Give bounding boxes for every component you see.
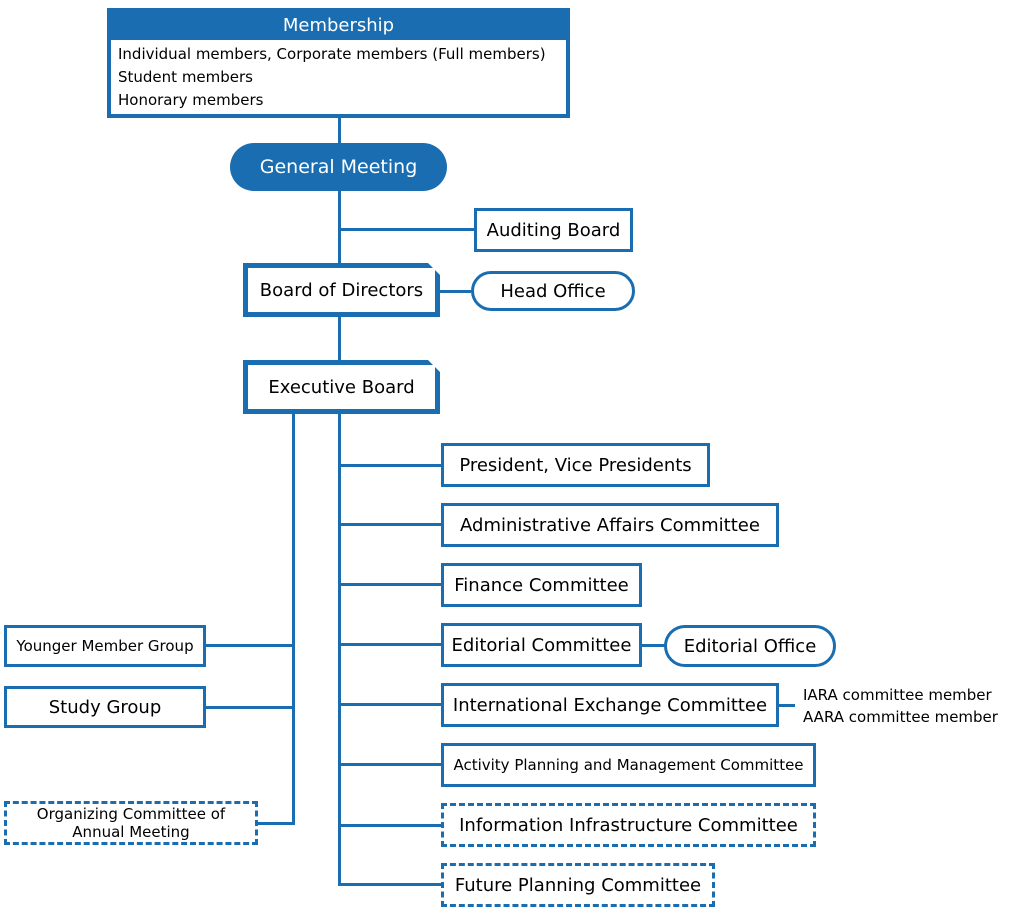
younger-member-group: Younger Member Group bbox=[4, 625, 206, 667]
committee-editorial: Editorial Committee bbox=[441, 623, 642, 667]
committee-information-infrastructure: Information Infrastructure Committee bbox=[441, 803, 816, 847]
branch-information bbox=[338, 824, 442, 827]
board-of-directors-fold bbox=[428, 263, 440, 275]
committee-president-vice-presidents: President, Vice Presidents bbox=[441, 443, 710, 487]
connector-general-directors bbox=[338, 191, 341, 263]
executive-trunk-left bbox=[292, 413, 295, 825]
connector-editorial-office bbox=[640, 644, 666, 647]
committee-finance: Finance Committee bbox=[441, 563, 642, 607]
head-office: Head Office bbox=[471, 271, 635, 311]
connector-head-office bbox=[440, 290, 471, 293]
branch-study-group bbox=[206, 706, 294, 709]
branch-editorial bbox=[338, 643, 442, 646]
membership-item: Honorary members bbox=[118, 91, 264, 109]
iara-note: IARA committee member bbox=[803, 686, 992, 704]
connector-auditing-board bbox=[338, 228, 475, 231]
organizing-committee-annual-meeting: Organizing Committee of Annual Meeting bbox=[4, 801, 258, 845]
membership-item: Student members bbox=[118, 68, 253, 86]
organizing-committee-line: Organizing Committee of bbox=[36, 805, 226, 823]
committee-future-planning: Future Planning Committee bbox=[441, 863, 715, 907]
committee-administrative-affairs: Administrative Affairs Committee bbox=[441, 503, 779, 547]
membership-title: Membership bbox=[111, 12, 566, 40]
study-group: Study Group bbox=[4, 686, 206, 728]
auditing-board: Auditing Board bbox=[474, 208, 633, 252]
organizing-committee-line: Annual Meeting bbox=[72, 823, 190, 841]
executive-board: Executive Board bbox=[243, 360, 440, 414]
branch-future bbox=[338, 883, 442, 886]
board-of-directors: Board of Directors bbox=[243, 263, 440, 317]
branch-younger-group bbox=[206, 644, 294, 647]
general-meeting: General Meeting bbox=[230, 143, 447, 191]
committee-international-exchange: International Exchange Committee bbox=[441, 683, 779, 727]
branch-international bbox=[338, 703, 442, 706]
editorial-office: Editorial Office bbox=[664, 625, 836, 667]
branch-finance bbox=[338, 583, 442, 586]
connector-directors-executive bbox=[338, 317, 341, 360]
connector-membership-general bbox=[338, 118, 341, 143]
executive-trunk-right bbox=[338, 413, 341, 885]
connector-international-notes bbox=[779, 704, 795, 707]
aara-note: AARA committee member bbox=[803, 708, 998, 726]
executive-board-fold bbox=[428, 360, 440, 372]
committee-activity-planning: Activity Planning and Management Committ… bbox=[441, 743, 816, 787]
membership-box: Membership Individual members, Corporate… bbox=[107, 8, 570, 118]
branch-organizing-committee bbox=[258, 822, 294, 825]
international-notes: IARA committee member AARA committee mem… bbox=[803, 684, 998, 728]
branch-activity bbox=[338, 763, 442, 766]
membership-item: Individual members, Corporate members (F… bbox=[118, 45, 546, 63]
branch-administrative bbox=[338, 523, 442, 526]
branch-president bbox=[338, 464, 442, 467]
